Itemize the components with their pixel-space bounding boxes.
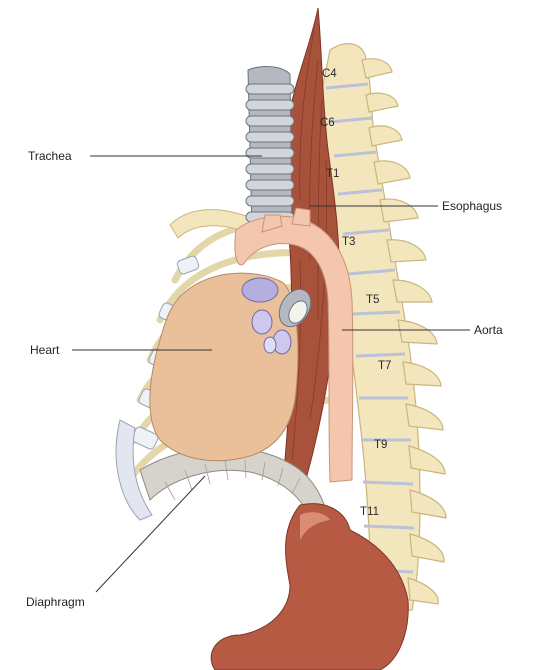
label-heart: Heart — [30, 343, 60, 357]
label-t9: T9 — [374, 439, 387, 451]
label-c6: C6 — [320, 117, 335, 129]
label-t3: T3 — [342, 236, 355, 248]
label-t1: T1 — [326, 168, 339, 180]
label-trachea: Trachea — [28, 149, 72, 163]
label-diaphragm: Diaphragm — [26, 595, 85, 609]
label-aorta: Aorta — [474, 323, 503, 337]
label-esophagus: Esophagus — [442, 199, 502, 213]
label-t7: T7 — [378, 360, 391, 372]
label-t5: T5 — [366, 294, 379, 306]
trachea — [246, 67, 294, 235]
label-t11: T11 — [360, 506, 379, 518]
label-c4: C4 — [322, 68, 337, 80]
